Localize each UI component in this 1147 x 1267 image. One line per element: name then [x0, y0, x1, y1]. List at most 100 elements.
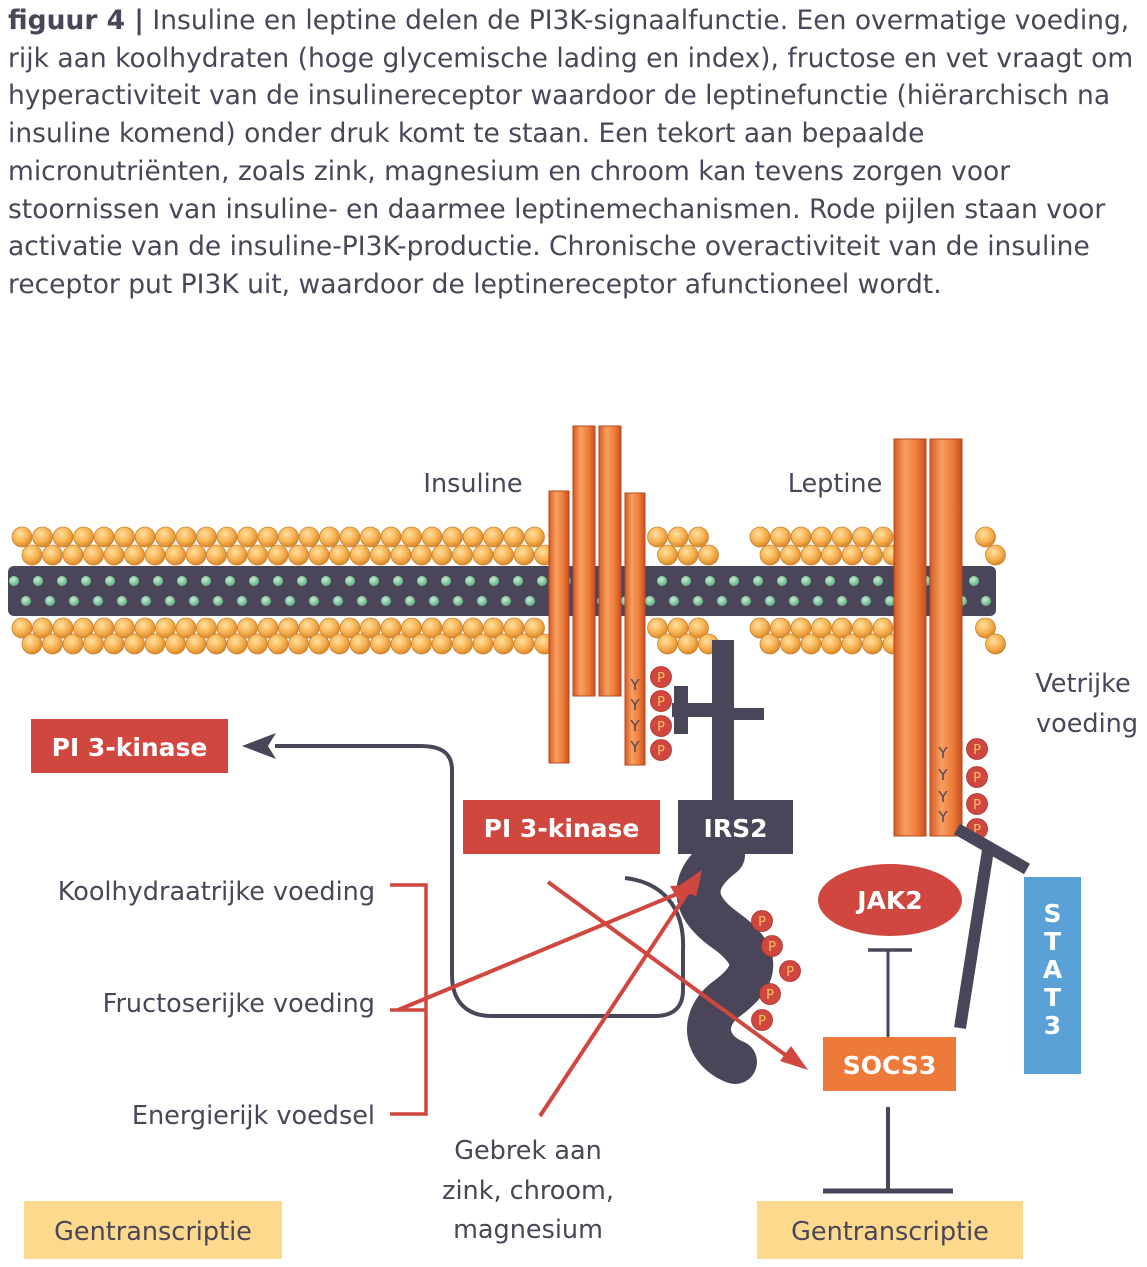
lipid-head — [647, 617, 668, 639]
pi3k-center-box: PI 3-kinase — [463, 800, 660, 854]
irs2-box: IRS2 — [678, 800, 793, 854]
gentranscriptie-right-box: Gentranscriptie — [757, 1201, 1023, 1259]
lipid-head — [677, 633, 699, 655]
lipid-head — [257, 617, 279, 639]
phospho-bead — [966, 766, 988, 788]
lipid-head — [42, 544, 63, 566]
membrane-bead — [513, 576, 523, 586]
membrane-bead — [813, 596, 823, 606]
lipid-head — [32, 526, 53, 548]
lipid-head — [821, 544, 842, 566]
lipid-head — [93, 526, 115, 548]
membrane-bead — [969, 576, 979, 586]
membrane-bead — [489, 576, 499, 586]
lipid-head — [462, 617, 484, 639]
lipid-head — [278, 526, 299, 548]
tyrosine-label: Y — [937, 808, 948, 826]
insulin-receptor — [548, 425, 646, 766]
membrane-bead — [861, 596, 871, 606]
membrane-bead — [201, 576, 211, 586]
lipid-head — [872, 526, 894, 548]
leptin-receptor — [893, 438, 963, 837]
diet-bracket — [390, 883, 428, 1116]
membrane-bead — [669, 596, 679, 606]
svg-text:Gentranscriptie: Gentranscriptie — [54, 1217, 252, 1247]
membrane-bead — [261, 596, 271, 606]
diet-energie: Energierijk voedsel — [132, 1101, 375, 1131]
lipid-head — [749, 526, 771, 548]
lipid-head — [144, 544, 166, 566]
lipid-head — [93, 617, 115, 639]
lipid-head — [524, 526, 545, 548]
lipid-head — [11, 526, 33, 548]
arrowheads — [670, 870, 808, 1070]
membrane-bead — [681, 576, 691, 586]
lipid-head — [247, 544, 268, 566]
phospho-label: P — [786, 965, 794, 980]
lipid-head — [431, 544, 453, 566]
lipid-head — [431, 633, 453, 655]
phospho-bead — [779, 960, 801, 982]
phospho-label: P — [973, 771, 981, 786]
vetrijke-label-1: Vetrijke — [1035, 669, 1130, 699]
lipid-head — [175, 617, 197, 639]
membrane-bead — [225, 576, 235, 586]
lipid-head — [483, 617, 504, 639]
lipid-head — [831, 617, 853, 639]
socs3-box: SOCS3 — [823, 1037, 956, 1091]
lipid-head — [339, 617, 361, 639]
phospho-label: P — [973, 823, 981, 838]
lipid-head — [503, 526, 525, 548]
tyrosine-label: Y — [937, 788, 948, 806]
membrane-bead — [981, 596, 991, 606]
membrane-bead — [117, 596, 127, 606]
lipid-head — [493, 544, 514, 566]
membrane-bead — [753, 576, 763, 586]
tyrosine-label: Y — [629, 696, 640, 714]
phospho-label: P — [758, 1014, 766, 1029]
lipid-head — [975, 526, 996, 548]
lipid-head — [339, 526, 361, 548]
lipid-head — [493, 633, 514, 655]
lipid-head — [790, 526, 812, 548]
irs2-stalk — [672, 640, 774, 1084]
pi3k-left-box: PI 3-kinase — [31, 719, 228, 773]
membrane-bead — [825, 576, 835, 586]
lipid-head — [483, 526, 504, 548]
membrane-bead — [129, 576, 139, 586]
membrane-bead — [501, 596, 511, 606]
membrane-bead — [33, 576, 43, 586]
membrane-bead — [213, 596, 223, 606]
diet-koolhydraat: Koolhydraatrijke voeding — [58, 877, 375, 907]
phospho-bead — [650, 666, 672, 688]
lipid-head — [237, 617, 258, 639]
lipid-head — [872, 617, 894, 639]
lipid-head — [841, 633, 863, 655]
phospho-bead — [650, 739, 672, 761]
membrane-bead — [249, 576, 259, 586]
lipid-head — [185, 633, 207, 655]
phospho-label: P — [758, 915, 766, 930]
tyrosine-label: Y — [629, 717, 640, 735]
lipid-head — [62, 544, 84, 566]
lipid-head — [319, 526, 340, 548]
lipid-head — [237, 526, 258, 548]
membrane-bead — [93, 596, 103, 606]
lipid-head — [73, 526, 94, 548]
phospho-label: P — [768, 940, 776, 955]
phospho-label: P — [657, 720, 665, 735]
lipid-head — [206, 633, 227, 655]
lipid-head — [390, 633, 412, 655]
membrane-bead — [645, 596, 655, 606]
phospho-bead — [759, 983, 781, 1005]
lipid-head — [288, 544, 309, 566]
lipid-head — [11, 617, 33, 639]
lipid-head — [278, 617, 299, 639]
membrane-bead — [345, 576, 355, 586]
lipid-head — [401, 526, 422, 548]
svg-text:3: 3 — [1044, 1011, 1061, 1040]
